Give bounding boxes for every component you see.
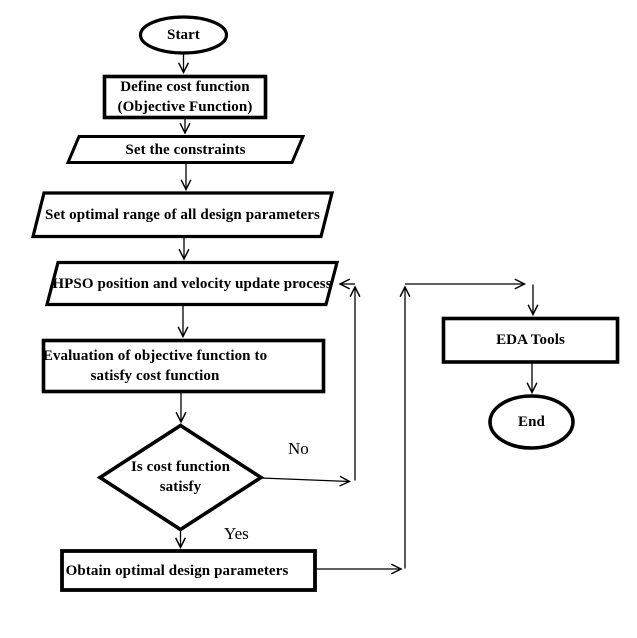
- end-label: End: [518, 414, 545, 430]
- define-cost-line1: Define cost function: [120, 79, 250, 95]
- arrow-decision-no-out: [260, 475, 352, 487]
- start-terminator-shape: [138, 15, 229, 55]
- evaluation-label: Evaluation of objective function to sati…: [42, 341, 268, 391]
- obtain-params-label: Obtain optimal design parameters: [65, 562, 289, 579]
- define-cost-line2: (Objective Function): [117, 99, 253, 115]
- start-label: Start: [167, 27, 200, 43]
- define-cost-label: Define cost function (Objective Function…: [106, 77, 264, 117]
- hpso-update-label: HPSO position and velocity update proces…: [52, 276, 332, 292]
- no-edge-label: No: [288, 439, 309, 458]
- decision-label: Is cost function satisfy: [105, 455, 256, 499]
- end-terminator-shape: [488, 394, 575, 450]
- decision-line1: Is cost function: [130, 459, 231, 475]
- yes-edge-label: Yes: [224, 524, 249, 543]
- evaluation-line1: Evaluation of objective function to: [42, 348, 268, 364]
- define-cost-process-shape: [102, 74, 268, 120]
- decision-diamond-shape: [96, 423, 265, 532]
- design-range-label: Set optimal range of all design paramete…: [45, 207, 320, 223]
- evaluation-process-shape: [41, 338, 326, 394]
- hpso-update-io-shape: [44, 260, 340, 307]
- obtain-params-process-shape: [60, 549, 317, 592]
- design-range-io-shape: [30, 191, 335, 239]
- eda-tools-process-shape: [441, 316, 620, 364]
- eda-tools-label: EDA Tools: [496, 332, 565, 348]
- evaluation-line2: satisfy cost function: [90, 368, 220, 384]
- decision-line2: satisfy: [159, 479, 202, 495]
- constraints-label: Set the constraints: [125, 141, 246, 158]
- constraints-io-shape: [65, 135, 306, 164]
